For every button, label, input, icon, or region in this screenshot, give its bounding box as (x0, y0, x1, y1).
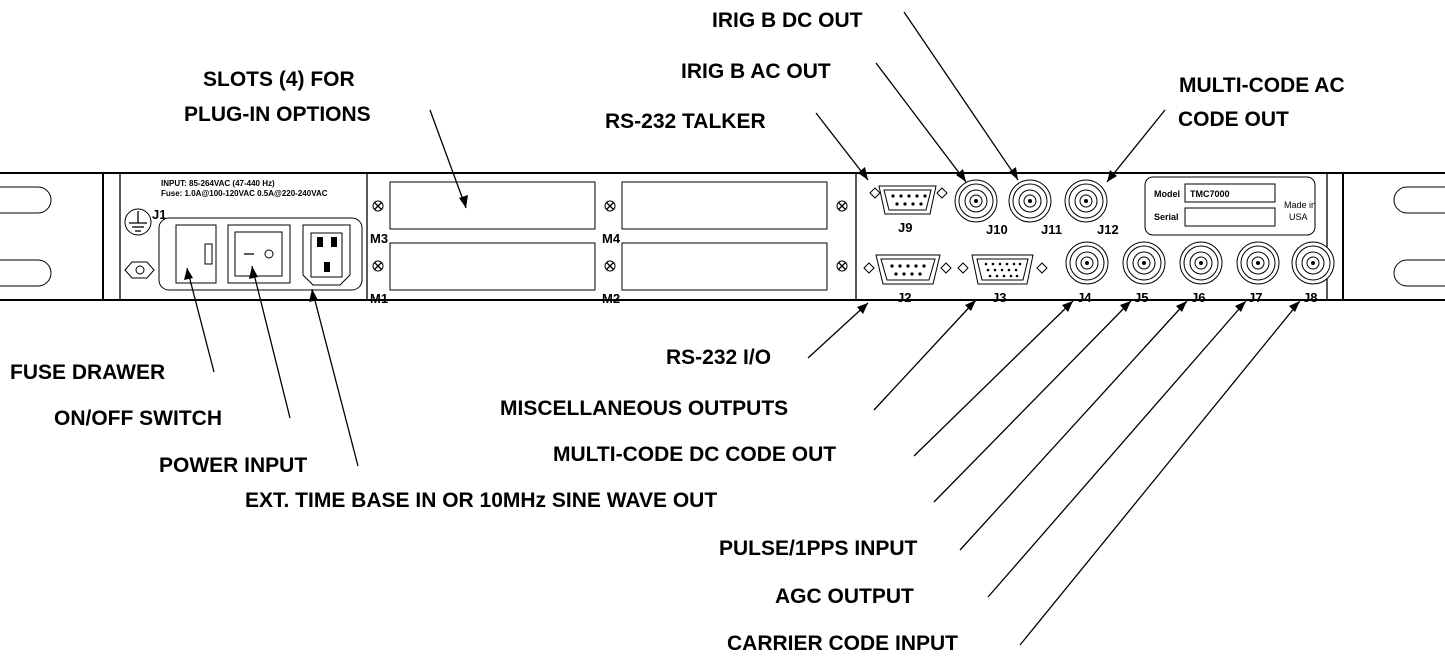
hex-nut-icon (936, 187, 948, 199)
power-input-socket[interactable] (302, 224, 351, 286)
callout-irig-dc: IRIG B DC OUT (712, 9, 863, 32)
model-value: TMC7000 (1190, 189, 1230, 199)
serial-label: Serial (1154, 212, 1179, 222)
callout-on-off-switch: ON/OFF SWITCH (54, 407, 222, 430)
model-field (1184, 183, 1276, 203)
fuse-drawer[interactable] (175, 224, 217, 284)
ground-stud-icon (124, 261, 155, 279)
callout-multi-dc: MULTI-CODE DC CODE OUT (553, 443, 836, 466)
leader-rs232-io (807, 302, 869, 359)
slot-m4 (621, 181, 828, 230)
bnc-j7[interactable] (1236, 241, 1280, 285)
callout-multi-ac-line2: CODE OUT (1178, 108, 1289, 131)
callout-carrier-code: CARRIER CODE INPUT (727, 632, 958, 655)
connector-label-j2: J2 (897, 290, 911, 305)
screw-icon (604, 200, 616, 212)
connector-label-j3: J3 (992, 290, 1006, 305)
input-spec-text: INPUT: 85-264VAC (47-440 Hz) (161, 179, 275, 188)
slot-label-m2: M2 (602, 291, 620, 306)
hex-nut-icon (940, 262, 952, 274)
screw-icon (372, 200, 384, 212)
leader-pulse-1pps (959, 300, 1188, 551)
leader-on-off (251, 265, 291, 419)
bnc-j4[interactable] (1065, 241, 1109, 285)
made-in-text: Made in (1284, 200, 1316, 210)
connector-label-j10: J10 (986, 222, 1008, 237)
leader-agc-output (987, 300, 1247, 598)
option-slots: M3 M4 M1 M2 (370, 181, 828, 306)
slot-label-m1: M1 (370, 291, 388, 306)
leader-carrier-code (1019, 300, 1301, 646)
screw-icon (372, 260, 384, 272)
callout-agc-output: AGC OUTPUT (775, 585, 914, 608)
slot-m2 (621, 242, 828, 291)
bnc-j8[interactable] (1291, 241, 1335, 285)
callout-rs232-talker: RS-232 TALKER (605, 110, 766, 133)
connector-j9[interactable] (869, 185, 948, 215)
leader-lines (184, 11, 1301, 646)
leader-misc-outputs (873, 299, 977, 411)
screw-icon (836, 200, 848, 212)
leader-power-input (311, 288, 359, 467)
connector-j2[interactable] (863, 254, 952, 285)
callout-ext-time-base: EXT. TIME BASE IN OR 10MHz SINE WAVE OUT (245, 489, 717, 512)
connector-label-j12: J12 (1097, 222, 1119, 237)
model-label: Model (1154, 189, 1180, 199)
callout-slots-line2: PLUG-IN OPTIONS (184, 103, 371, 126)
slot-label-m3: M3 (370, 231, 388, 246)
hex-nut-icon (957, 262, 969, 274)
slot-label-m4: M4 (602, 231, 621, 246)
bnc-j10[interactable] (954, 179, 998, 223)
connector-label-j7: J7 (1248, 290, 1262, 305)
callout-multi-ac-line1: MULTI-CODE AC (1179, 74, 1345, 97)
slot-m3 (389, 181, 596, 230)
callout-fuse-drawer: FUSE DRAWER (10, 361, 165, 384)
leader-multi-dc (913, 300, 1074, 457)
right-rack-ear (1342, 172, 1445, 301)
bnc-j12[interactable] (1064, 179, 1108, 223)
connector-j3[interactable] (957, 254, 1048, 285)
leader-multi-ac (1106, 109, 1166, 183)
callout-misc-outputs: MISCELLANEOUS OUTPUTS (500, 397, 788, 420)
callout-power-input: POWER INPUT (159, 454, 307, 477)
bnc-j11[interactable] (1008, 179, 1052, 223)
connector-label-j4: J4 (1077, 290, 1092, 305)
slot-screws (372, 200, 848, 272)
leader-slots (429, 109, 467, 209)
connector-label-j11: J11 (1041, 222, 1062, 237)
fuse-spec-text: Fuse: 1.0A@100-120VAC 0.5A@220-240VAC (161, 189, 328, 198)
leader-fuse-drawer (186, 267, 215, 373)
leader-irig-dc (903, 11, 1019, 181)
on-off-switch[interactable] (227, 224, 291, 284)
callout-pulse-1pps: PULSE/1PPS INPUT (719, 537, 918, 560)
leader-irig-ac (875, 62, 967, 183)
connector-label-j8: J8 (1303, 290, 1317, 305)
callout-labels: SLOTS (4) FOR PLUG-IN OPTIONS RS-232 TAL… (10, 9, 1345, 655)
serial-field (1184, 207, 1276, 227)
screw-icon (604, 260, 616, 272)
slot-m1 (389, 242, 596, 291)
connector-label-j6: J6 (1191, 290, 1205, 305)
left-rack-ear (0, 172, 104, 301)
bnc-j6[interactable] (1179, 241, 1223, 285)
connector-label-j5: J5 (1134, 290, 1148, 305)
leader-ext-time-base (933, 300, 1132, 503)
screw-icon (836, 260, 848, 272)
ground-symbol-icon (124, 208, 152, 236)
leader-rs232-talker (815, 112, 869, 181)
callout-irig-ac: IRIG B AC OUT (681, 60, 831, 83)
made-in-country-text: USA (1289, 212, 1308, 222)
hex-nut-icon (1036, 262, 1048, 274)
hex-nut-icon (863, 262, 875, 274)
connector-label-j9: J9 (898, 220, 912, 235)
callout-rs232-io: RS-232 I/O (666, 346, 771, 369)
connector-label-j1: J1 (152, 207, 166, 222)
callout-slots-line1: SLOTS (4) FOR (203, 68, 355, 91)
bnc-j5[interactable] (1122, 241, 1166, 285)
